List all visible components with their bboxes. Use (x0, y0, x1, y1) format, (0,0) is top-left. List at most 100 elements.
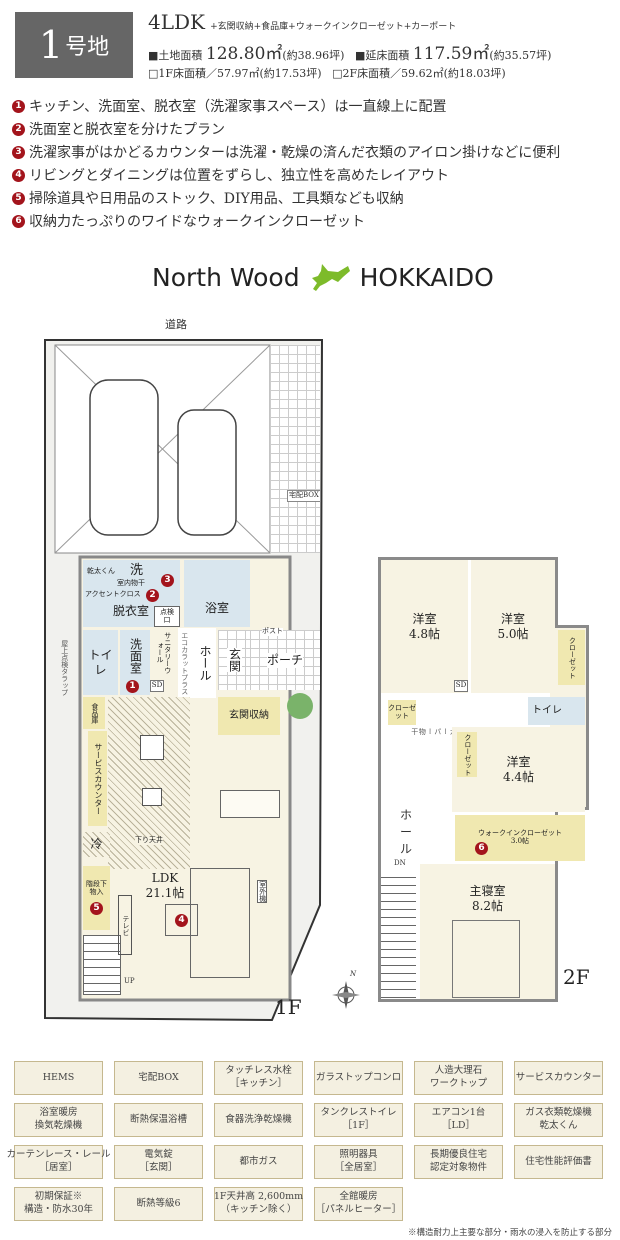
master-size: 8.2帖 (471, 899, 504, 913)
outdoor-unit: 室外機 (257, 880, 267, 903)
pantry: 食品庫 (83, 697, 105, 729)
post: ポスト (262, 627, 283, 636)
sd-1f: SD (150, 680, 164, 692)
master-label: 主寝室 (469, 884, 506, 898)
toilet-2f: トイレ (528, 697, 585, 725)
room-a-label: 洋室 (412, 611, 437, 626)
badge-3: 3 (161, 574, 174, 587)
living-table: 4 (165, 904, 198, 936)
car-icon (177, 409, 237, 536)
room-c-label: 洋室 (506, 754, 531, 769)
kitchen: 下り天井 (108, 697, 190, 869)
toilet-1f: トイレ (83, 630, 118, 695)
hall-2f: ホール (400, 808, 413, 856)
floor-label-1f: 1F (275, 995, 302, 1019)
equipment-item: タッチレス水栓 ［キッチン］ (214, 1061, 303, 1095)
northwood-logo: North Wood HOKKAIDO (152, 262, 494, 292)
inspection-hatch: 点検口 (154, 606, 180, 628)
badge-2: 2 (146, 589, 159, 602)
washroom-label: 洗面室 (128, 637, 143, 674)
feature-text: 洗面室と脱衣室を分けたプラン (29, 122, 225, 138)
compass-icon: N (328, 970, 364, 1011)
stove-icon (140, 735, 164, 760)
feature-text: 洗濯家事がはかどるカウンターは洗濯・乾燥の済んだ衣類のアイロン掛けなどに便利 (29, 145, 561, 161)
badge-4: 4 (175, 913, 188, 927)
feature-number-badge: 2 (12, 122, 25, 136)
dryer: 乾太くん (87, 567, 115, 575)
entrance: 玄関 (218, 630, 250, 690)
equipment-item: HEMS (14, 1061, 103, 1095)
room-b-size: 5.0帖 (497, 626, 529, 641)
feature-item: 3 洗濯家事がはかどるカウンターは洗濯・乾燥の済んだ衣類のアイロン掛けなどに便利 (12, 142, 560, 162)
equipment-item: 人造大理石 ワークトップ (414, 1061, 503, 1095)
bath-label: 浴室 (204, 601, 229, 615)
equipment-item: サービスカウンター (514, 1061, 603, 1095)
feature-text: 掃除道具や日用品のストック、DIY用品、工具類なども収納 (29, 191, 404, 207)
sink-icon (142, 788, 162, 806)
floor-plan-1f: 道路 宅配BOX 乾太くん 洗 室内物干 アクセントクロス 脱衣室 点検口 2 … (44, 318, 324, 1022)
ecocarat: エコカラットプラス (180, 632, 189, 695)
land-area-value: 128.80㎡ (205, 44, 283, 64)
room-c-size: 4.4帖 (502, 769, 535, 784)
closet-a: クローゼット (388, 700, 416, 725)
footnote: ※構造耐力上主要な部分・雨水の浸入を防止する部分 (407, 1228, 612, 1238)
room-b-label: 洋室 (500, 611, 525, 626)
wic-label: ウォークインクローゼット (478, 829, 562, 838)
badge-5: 5 (90, 902, 103, 916)
delivery-box: 宅配BOX (287, 490, 321, 502)
sanitary-wall: サニタリーウォール (152, 630, 174, 675)
laundry-label: 洗 (130, 563, 144, 578)
layout-extras: +玄関収納+食品庫+ウォークインクローゼット+カーポート (210, 22, 457, 32)
room-a-size: 4.8帖 (408, 626, 441, 641)
staircase-1f (83, 935, 121, 995)
ldk-label: LDK (151, 871, 179, 885)
equipment-item: 浴室暖房 換気乾燥機 (14, 1103, 103, 1137)
feature-number-badge: 5 (12, 191, 25, 205)
ldk-size: 21.1帖 (145, 886, 185, 900)
lot-number: 1 (38, 23, 64, 67)
porch-label: ポーチ (266, 652, 303, 668)
wic-size: 3.0帖 (510, 837, 530, 845)
feature-number-badge: 4 (12, 168, 25, 182)
logo-text-right: HOKKAIDO (359, 262, 494, 292)
land-area-label: ■土地面積 (148, 49, 203, 62)
feature-text: リビングとダイニングは位置をずらし、独立性を高めたレイアウト (29, 168, 449, 184)
closet-b: クローゼット (558, 630, 585, 685)
ldk: LDK 21.1帖 (140, 870, 190, 902)
shrub-icon (287, 693, 313, 719)
indoor-drying: 室内物干 (117, 579, 145, 587)
hall-1f: ホール (178, 628, 216, 698)
equipment-item: 断熱保温浴槽 (114, 1103, 203, 1137)
feature-item: 2 洗面室と脱衣室を分けたプラン (12, 119, 225, 139)
roof-ladder: 屋上点検タラップ (60, 640, 69, 696)
bed-icon (452, 920, 520, 998)
accent-cloth: アクセントクロス (85, 590, 141, 598)
entrance-storage: 玄関収納 (218, 697, 280, 735)
feature-number-badge: 3 (12, 145, 25, 159)
feature-item: 4 リビングとダイニングは位置をずらし、独立性を高めたレイアウト (12, 165, 449, 185)
equipment-item: 長期優良住宅 認定対象物件 (414, 1145, 503, 1179)
staircase-2f (381, 870, 416, 998)
road-label: 道路 (165, 318, 187, 331)
closet-c: クローゼット (457, 732, 477, 777)
equipment-item: 1F天井高 2,600mm （キッチン除く） (214, 1187, 303, 1221)
sd-2f: SD (454, 680, 468, 692)
lot-suffix: 号地 (65, 35, 110, 60)
f2-area: □2F床面積／59.62㎡(約18.03坪) (332, 67, 506, 80)
area-line: ■土地面積 128.80㎡(約38.96坪) ■延床面積 117.59㎡(約35… (148, 39, 551, 64)
floor-area-tsubo: (約35.57坪) (489, 49, 552, 62)
dressing-label: 脱衣室 (113, 604, 150, 618)
feature-text: キッチン、洗面室、脱衣室（洗濯家事スペース）は一直線上に配置 (29, 99, 447, 115)
service-counter: サービスカウンター (88, 731, 107, 826)
toilet-label: トイレ (88, 647, 113, 677)
layout-type: 4LDK (148, 10, 205, 34)
up-label: UP (124, 977, 135, 985)
dining-table (220, 790, 280, 818)
compass-north: N (350, 970, 357, 978)
lowered-ceiling: 下り天井 (135, 836, 163, 845)
entrance-label: 玄関 (226, 648, 242, 672)
hokkaido-map-icon (311, 264, 350, 291)
